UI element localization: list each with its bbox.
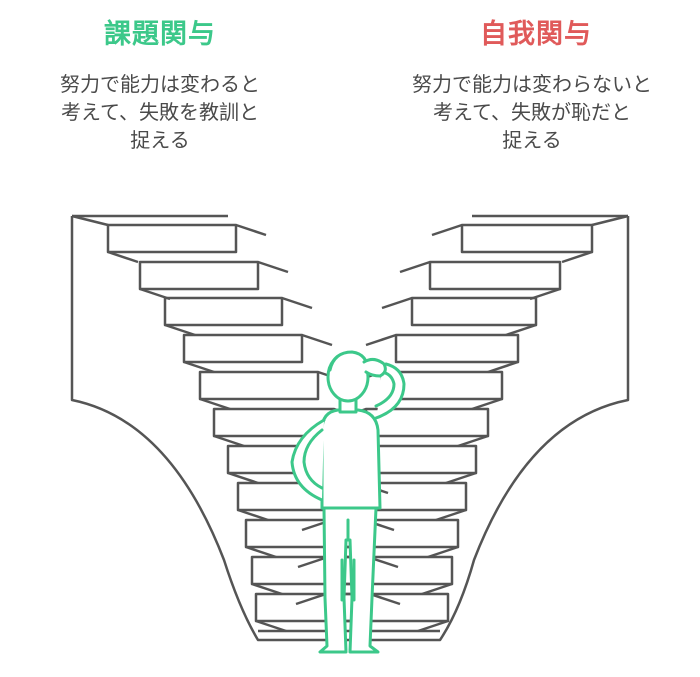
left-step-tread — [164, 323, 196, 337]
left-step-riser — [106, 223, 238, 254]
right-top-corner — [591, 214, 629, 227]
left-step-tread — [213, 434, 245, 448]
left-step-tread — [255, 619, 287, 633]
right-step-tread — [505, 323, 537, 337]
left-step-riser — [138, 260, 260, 291]
task-involvement-description: 努力で能力は変わると 考えて、失敗を教訓と 捉える — [20, 70, 300, 154]
left-step-edge — [235, 223, 267, 237]
left-step-tread — [245, 545, 277, 559]
ego-desc-line-2: 考えて、失敗が恥だと — [433, 100, 631, 124]
right-step-riser — [410, 296, 538, 327]
task-desc-line-3: 捉える — [130, 128, 190, 152]
right-step-tread — [487, 360, 519, 374]
task-desc-line-2: 考えて、失敗を教訓と — [61, 100, 259, 124]
right-step-tread — [417, 619, 449, 633]
right-step-tread — [445, 471, 477, 485]
right-step-edge — [431, 223, 463, 237]
left-step-tread — [227, 471, 259, 485]
left-step-riser — [182, 333, 304, 364]
right-step-tread — [457, 434, 489, 448]
right-step-riser — [428, 260, 562, 291]
right-step-edge — [297, 555, 329, 569]
left-step-tread — [107, 250, 139, 264]
task-involvement-title: 課題関与 — [104, 19, 216, 50]
right-step-edge — [399, 260, 431, 274]
thinking-person-icon — [290, 350, 406, 654]
left-step-tread — [183, 360, 215, 374]
ego-desc-line-3: 捉える — [502, 128, 562, 152]
right-step-riser — [394, 333, 520, 364]
left-step-tread — [199, 397, 231, 411]
right-step-edge — [381, 296, 413, 310]
left-step-edge — [369, 592, 401, 606]
right-step-tread — [561, 250, 593, 264]
task-desc-line-1: 努力で能力は変わると — [60, 72, 260, 96]
right-step-tread — [471, 397, 503, 411]
left-step-riser — [163, 296, 284, 327]
left-step-edge — [301, 333, 333, 347]
right-step-tread — [435, 508, 467, 522]
left-top-corner — [71, 214, 109, 227]
left-step-edge — [281, 296, 313, 310]
right-step-tread — [427, 545, 459, 559]
ego-desc-line-1: 努力で能力は変わらないと — [412, 72, 652, 96]
left-step-tread — [237, 508, 269, 522]
left-step-edge — [257, 260, 289, 274]
left-step-tread — [251, 582, 283, 596]
right-step-tread — [421, 582, 453, 596]
right-step-edge — [365, 333, 397, 347]
ego-involvement-description: 努力で能力は変わらないと 考えて、失敗が恥だと 捉える — [392, 70, 672, 154]
ego-involvement-title: 自我関与 — [480, 19, 592, 50]
right-step-edge — [295, 592, 327, 606]
right-step-riser — [460, 223, 594, 254]
left-step-riser — [198, 370, 320, 401]
